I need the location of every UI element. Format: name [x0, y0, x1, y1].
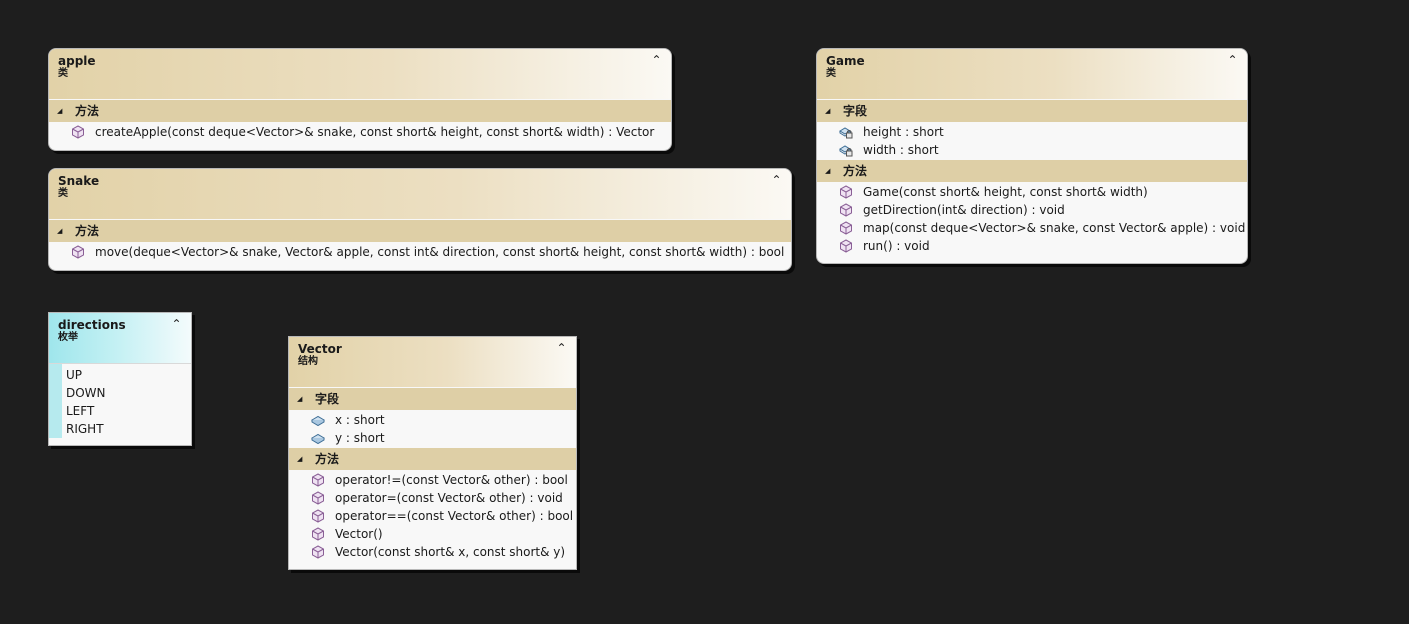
method-cube-icon — [72, 125, 84, 139]
method-cube-icon — [312, 527, 324, 541]
field-signature: x : short — [335, 413, 385, 427]
collapse-icon[interactable]: ⌃ — [1227, 53, 1238, 67]
method-cube-icon — [840, 239, 852, 253]
method-cube-icon — [312, 473, 324, 487]
section-expander-icon: ◢ — [297, 455, 303, 463]
method-item[interactable]: operator=(const Vector& other) : void — [289, 489, 576, 507]
class-name: Snake — [58, 174, 100, 188]
field-signature: width : short — [863, 143, 939, 157]
method-signature: run() : void — [863, 239, 930, 253]
section-methods[interactable]: ◢ 方法 — [817, 160, 1247, 182]
field-signature: y : short — [335, 431, 385, 445]
enum-values: UP DOWN LEFT RIGHT — [49, 364, 191, 438]
struct-header: Vector 结构 ⌃ — [289, 337, 576, 387]
method-signature: Vector() — [335, 527, 383, 541]
class-box-snake[interactable]: Snake 类 ⌃ ◢ 方法 move(deque<Vector>& snake… — [48, 168, 792, 271]
method-item[interactable]: Game(const short& height, const short& w… — [817, 183, 1247, 201]
class-kind: 类 — [58, 188, 68, 199]
struct-box-vector[interactable]: Vector 结构 ⌃ ◢ 字段 x : short y : short ◢ 方… — [288, 336, 577, 570]
field-item[interactable]: height : short — [817, 123, 1247, 141]
method-item[interactable]: map(const deque<Vector>& snake, const Ve… — [817, 219, 1247, 237]
section-expander-icon: ◢ — [57, 107, 63, 115]
method-cube-icon — [840, 203, 852, 217]
method-signature: operator!=(const Vector& other) : bool — [335, 473, 568, 487]
method-cube-icon — [312, 545, 324, 559]
section-methods[interactable]: ◢ 方法 — [49, 220, 791, 242]
method-item[interactable]: operator==(const Vector& other) : bool — [289, 507, 576, 525]
section-methods[interactable]: ◢ 方法 — [49, 100, 671, 122]
section-label: 字段 — [843, 104, 868, 118]
method-item[interactable]: Vector() — [289, 525, 576, 543]
method-signature: map(const deque<Vector>& snake, const Ve… — [863, 221, 1246, 235]
section-expander-icon: ◢ — [825, 107, 831, 115]
method-item[interactable]: Vector(const short& x, const short& y) — [289, 543, 576, 561]
field-item[interactable]: x : short — [289, 411, 576, 429]
class-name: Game — [826, 54, 865, 68]
struct-name: Vector — [298, 342, 342, 356]
section-label: 字段 — [315, 392, 340, 406]
enum-value[interactable]: UP — [66, 368, 83, 382]
collapse-icon[interactable]: ⌃ — [771, 173, 782, 187]
method-signature: move(deque<Vector>& snake, Vector& apple… — [95, 245, 785, 259]
method-signature: operator==(const Vector& other) : bool — [335, 509, 574, 523]
private-field-lock-icon — [839, 145, 853, 157]
method-cube-icon — [312, 491, 324, 505]
class-box-game[interactable]: Game 类 ⌃ ◢ 字段 height : short width : sho… — [816, 48, 1248, 264]
enum-box-directions[interactable]: directions 枚举 ⌃ UP DOWN LEFT RIGHT — [48, 312, 192, 446]
class-header: Snake 类 ⌃ — [49, 169, 791, 219]
field-signature: height : short — [863, 125, 944, 139]
method-signature: createApple(const deque<Vector>& snake, … — [95, 125, 655, 139]
section-label: 方法 — [843, 164, 868, 178]
field-item[interactable]: width : short — [817, 141, 1247, 159]
enum-stripe — [49, 364, 62, 438]
section-label: 方法 — [315, 452, 340, 466]
method-signature: Vector(const short& x, const short& y) — [335, 545, 566, 559]
section-methods[interactable]: ◢ 方法 — [289, 448, 576, 470]
enum-kind: 枚举 — [58, 332, 78, 343]
method-cube-icon — [72, 245, 84, 259]
method-item[interactable]: move(deque<Vector>& snake, Vector& apple… — [49, 243, 791, 261]
section-label: 方法 — [75, 224, 100, 238]
enum-value[interactable]: RIGHT — [66, 422, 104, 436]
section-fields[interactable]: ◢ 字段 — [817, 100, 1247, 122]
class-kind: 类 — [826, 68, 836, 79]
method-item[interactable]: operator!=(const Vector& other) : bool — [289, 471, 576, 489]
section-label: 方法 — [75, 104, 100, 118]
section-expander-icon: ◢ — [825, 167, 831, 175]
private-field-lock-icon — [839, 127, 853, 139]
collapse-icon[interactable]: ⌃ — [556, 341, 567, 355]
enum-value[interactable]: DOWN — [66, 386, 106, 400]
class-box-apple[interactable]: apple 类 ⌃ ◢ 方法 createApple(const deque<V… — [48, 48, 672, 151]
method-item[interactable]: getDirection(int& direction) : void — [817, 201, 1247, 219]
section-expander-icon: ◢ — [297, 395, 303, 403]
collapse-icon[interactable]: ⌃ — [171, 317, 182, 331]
method-signature: getDirection(int& direction) : void — [863, 203, 1065, 217]
class-name: apple — [58, 54, 96, 68]
method-cube-icon — [840, 221, 852, 235]
field-item[interactable]: y : short — [289, 429, 576, 447]
method-cube-icon — [840, 185, 852, 199]
divider — [49, 363, 191, 364]
field-icon — [311, 433, 325, 445]
method-cube-icon — [312, 509, 324, 523]
class-header: apple 类 ⌃ — [49, 49, 671, 99]
method-item[interactable]: createApple(const deque<Vector>& snake, … — [49, 123, 671, 141]
enum-header: directions 枚举 ⌃ — [49, 313, 191, 363]
method-item[interactable]: run() : void — [817, 237, 1247, 255]
section-expander-icon: ◢ — [57, 227, 63, 235]
class-header: Game 类 ⌃ — [817, 49, 1247, 99]
struct-kind: 结构 — [298, 356, 318, 367]
method-signature: Game(const short& height, const short& w… — [863, 185, 1148, 199]
field-icon — [311, 415, 325, 427]
collapse-icon[interactable]: ⌃ — [651, 53, 662, 67]
class-kind: 类 — [58, 68, 68, 79]
method-signature: operator=(const Vector& other) : void — [335, 491, 563, 505]
enum-name: directions — [58, 318, 126, 332]
enum-value[interactable]: LEFT — [66, 404, 95, 418]
section-fields[interactable]: ◢ 字段 — [289, 388, 576, 410]
